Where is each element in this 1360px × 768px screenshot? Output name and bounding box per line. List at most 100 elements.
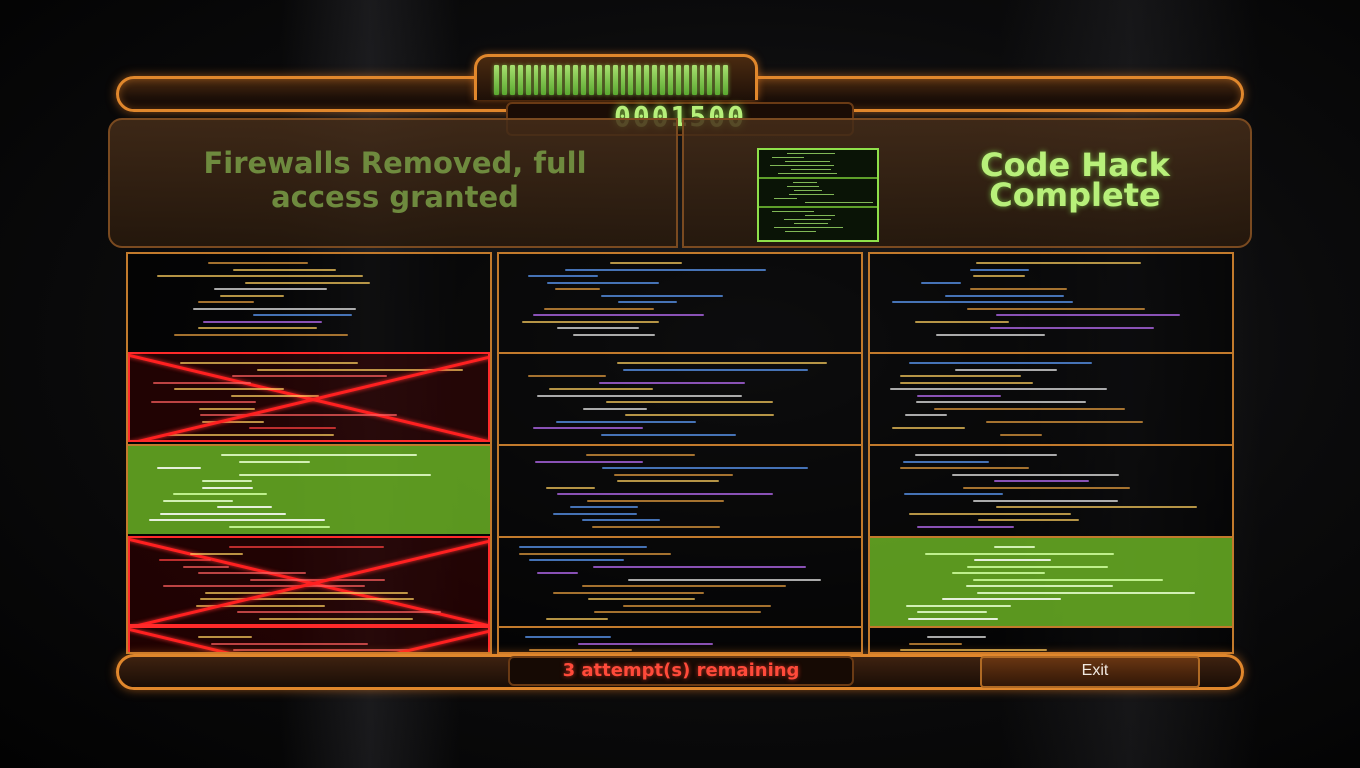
progress-segment [509,65,515,95]
code-line [552,512,637,515]
code-line [253,314,352,316]
code-line [179,362,358,364]
code-line [970,268,1029,271]
code-line [616,480,719,482]
code-block-code[interactable] [870,626,1232,652]
code-line [156,275,364,277]
code-line [545,486,595,489]
code-line [522,320,659,323]
code-line [555,420,697,423]
preview-code-line [774,198,797,199]
code-line [996,314,1181,316]
code-block-code[interactable] [499,444,861,534]
progress-segment [683,65,689,95]
code-block-code[interactable] [499,536,861,626]
code-block-code[interactable] [870,444,1232,534]
code-block-green[interactable] [870,536,1232,626]
code-line [616,362,828,364]
code-line [166,433,335,436]
code-column-3 [868,252,1234,654]
code-line [195,604,326,607]
preview-code-line [786,153,835,154]
code-line [528,375,607,377]
code-block-code[interactable] [499,626,861,652]
code-line [908,617,998,620]
progress-segment [612,65,618,95]
progress-segment [723,65,729,95]
progress-segment [494,65,499,95]
code-line [904,414,947,416]
code-line [610,262,683,264]
code-line [890,388,1107,390]
code-block-code[interactable] [128,254,490,342]
hack-result-title: Code Hack Complete [930,149,1220,211]
code-line [973,499,1119,502]
progress-segment [604,65,610,95]
preview-code-line [786,186,819,187]
preview-code-line [778,173,838,174]
code-line [174,333,348,336]
code-line [588,598,696,600]
code-line [525,636,612,638]
progress-segment [501,65,507,95]
code-block-red[interactable] [128,352,490,442]
code-line [211,642,369,645]
code-line [220,454,418,456]
code-line [245,281,370,284]
code-block-code[interactable] [870,254,1232,342]
code-line [249,578,385,581]
progress-segment [541,65,547,95]
preview-code-line [790,169,832,170]
progress-segment [628,65,634,95]
code-line [202,320,322,323]
code-line [200,598,415,600]
status-message-line1: Firewalls Removed, full [203,146,587,180]
code-line [965,585,1113,587]
code-line [198,407,255,410]
code-line [976,591,1196,594]
hack-progress-bar [490,63,732,97]
preview-code-line [770,165,835,166]
code-line [989,327,1154,329]
code-line [528,649,633,651]
progress-segment [525,65,531,95]
code-block-code[interactable] [499,352,861,442]
preview-code-line [805,215,835,216]
attempts-box [508,656,854,686]
code-line [239,473,432,476]
code-line [586,454,696,456]
exit-button-label[interactable]: Exit [1081,662,1109,679]
code-line [183,565,229,568]
code-line [163,499,233,502]
progress-segment [699,65,705,95]
code-line [204,591,408,594]
code-line [216,506,273,508]
code-line [951,572,1045,574]
code-line [605,401,774,403]
code-line [557,493,774,495]
code-line [985,420,1144,423]
code-block-code[interactable] [499,254,861,342]
exit-button[interactable] [980,656,1200,688]
preview-code-line [771,157,804,158]
code-line [581,519,661,521]
code-line [891,301,1074,303]
code-block-code[interactable] [870,352,1232,442]
code-column-1 [126,252,492,654]
code-line [909,642,963,645]
preview-code-line [784,231,817,232]
code-line [944,294,1065,297]
code-block-green[interactable] [128,444,490,534]
code-line [933,407,1125,410]
code-block-red[interactable] [128,626,490,652]
code-line [916,611,987,613]
code-preview-thumbnail [757,148,879,242]
code-line [996,506,1198,508]
code-line [197,327,317,329]
code-line [914,454,1057,456]
progress-segment [660,65,665,95]
preview-code-line [793,190,822,191]
code-block-red[interactable] [128,536,490,626]
status-message-line2: access granted [271,180,519,214]
code-line [532,427,643,429]
